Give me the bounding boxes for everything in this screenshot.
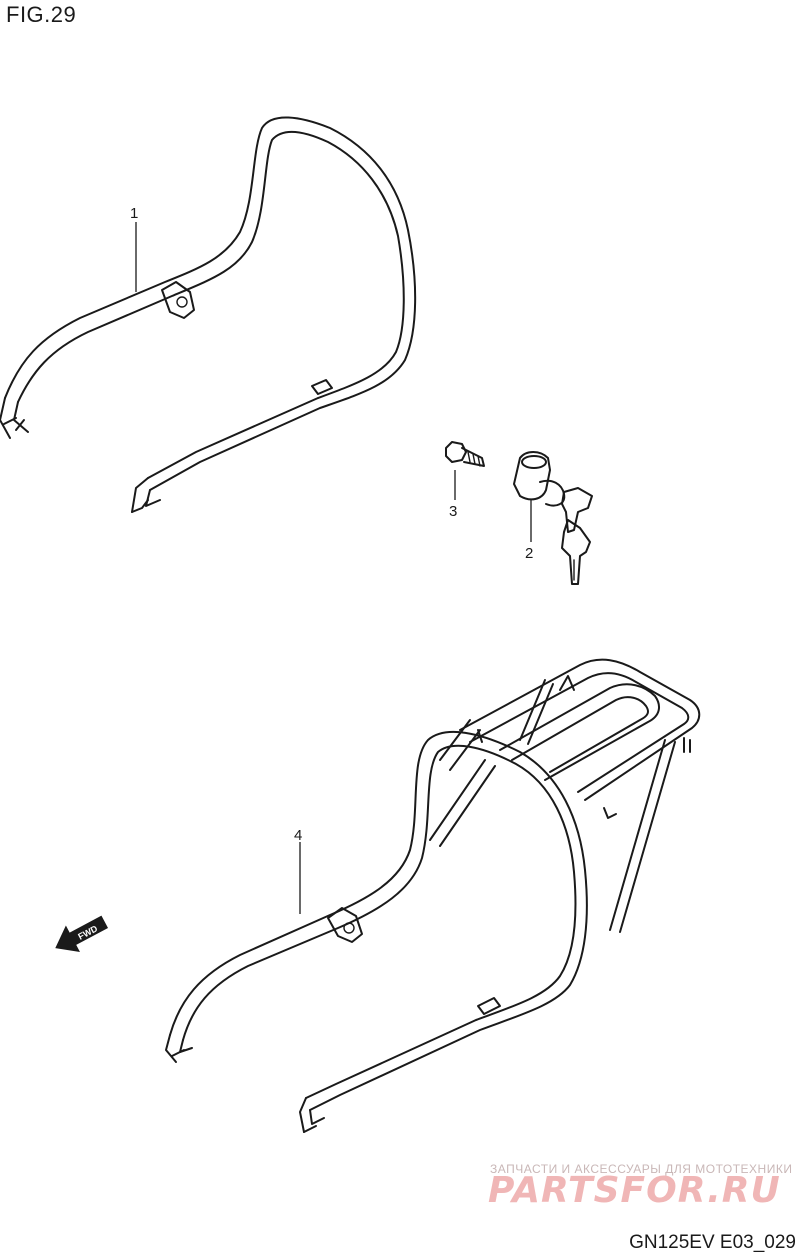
watermark-tagline: ЗАПЧАСТИ И АКСЕССУАРЫ ДЛЯ МОТОТЕХНИКИ (490, 1162, 793, 1176)
part-3-bolt (445, 441, 485, 467)
callout-2: 2 (525, 545, 533, 562)
part-2-lock-set (513, 451, 593, 585)
figure-title: FIG.29 (6, 2, 77, 27)
callout-4: 4 (294, 827, 302, 844)
fwd-arrow-icon: FWD (55, 915, 109, 952)
diagram-code: GN125EV E03_029 (629, 1232, 796, 1253)
part-4-rear-carrier (165, 658, 701, 1133)
watermark-logo: PARTSFOR.RU (488, 1170, 781, 1211)
callout-3: 3 (449, 503, 457, 520)
callout-1: 1 (130, 205, 138, 222)
part-1-grab-rail (0, 116, 417, 513)
